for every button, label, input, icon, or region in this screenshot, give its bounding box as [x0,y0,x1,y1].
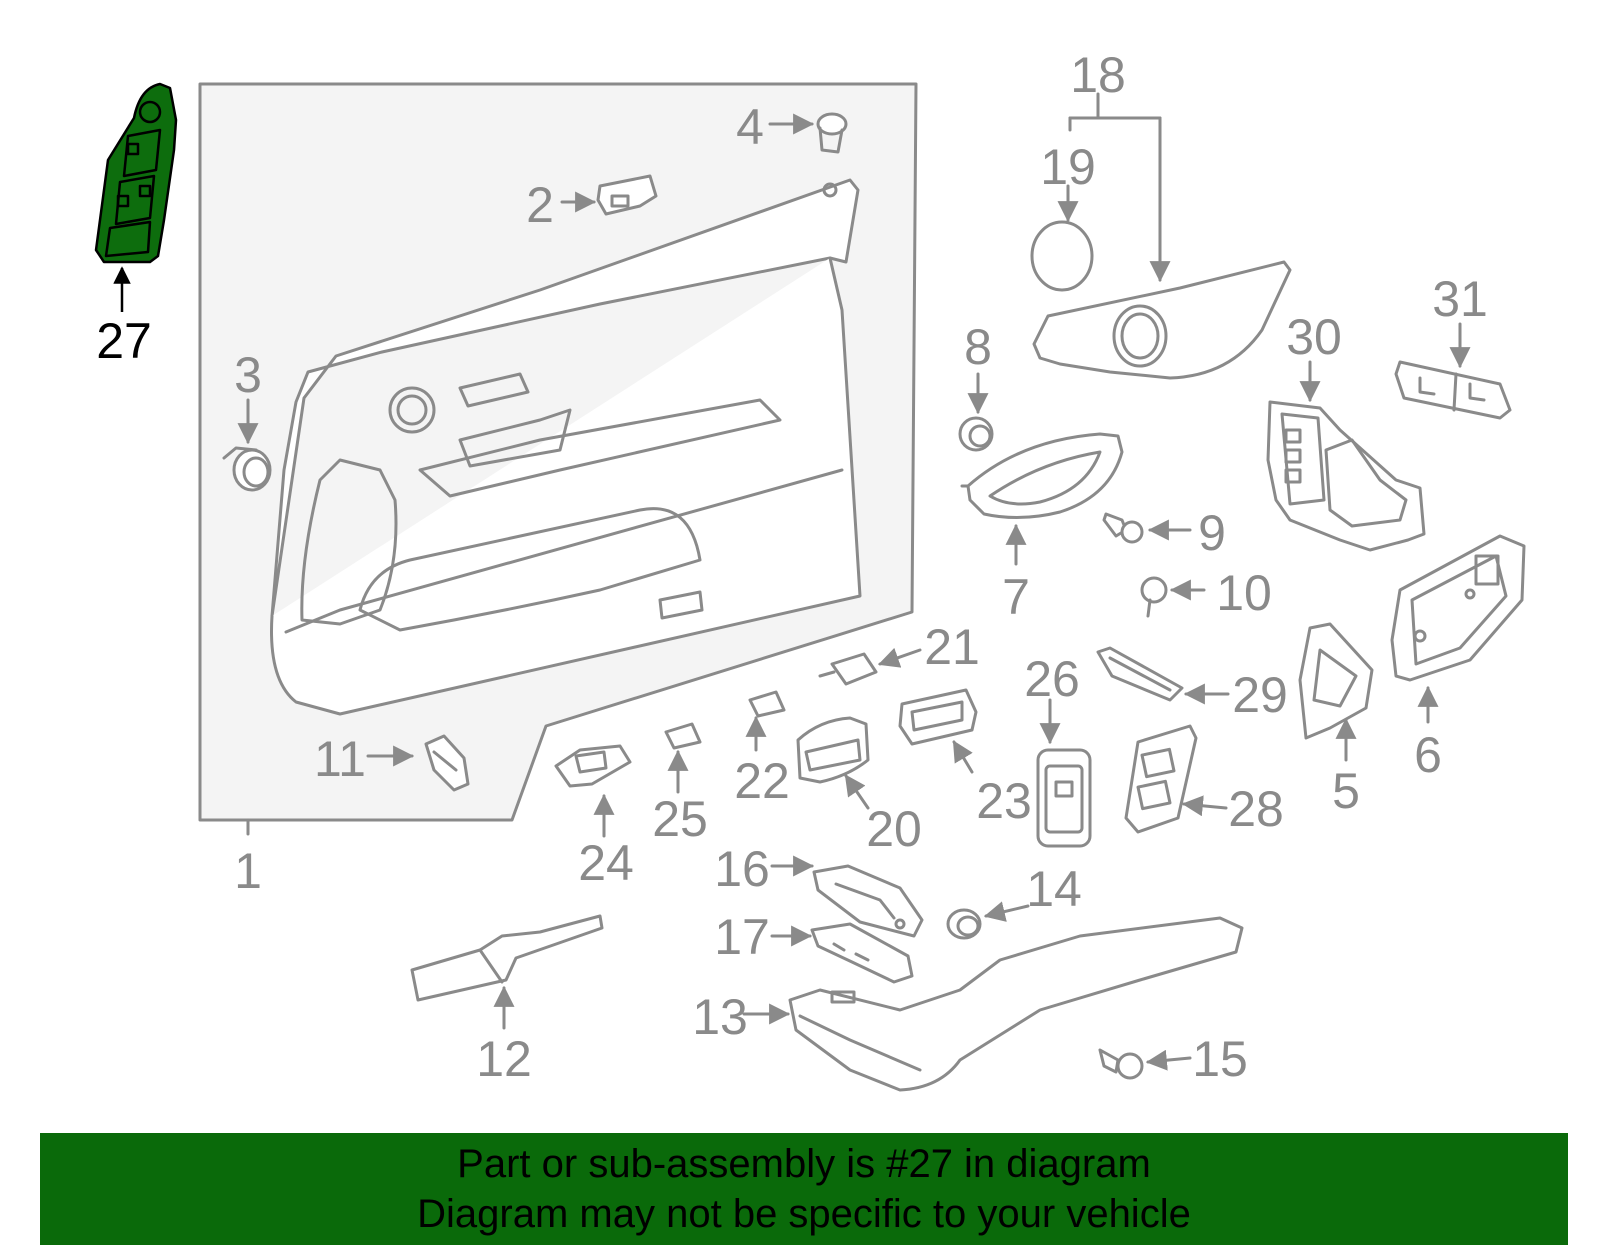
bezel-part-29 [1096,646,1230,705]
clip-part-11 [366,734,470,792]
seat-switch-frame-part-30 [1266,360,1426,552]
label-part-29: 29 [1232,667,1288,723]
label-part-27: 27 [96,313,152,369]
label-part-31: 31 [1432,271,1488,327]
label-part-28: 28 [1228,781,1284,837]
lamp-socket-part-21 [818,647,922,686]
screw-part-9 [1102,512,1192,544]
switch-panel-part-28 [1124,724,1228,834]
label-part-2: 2 [526,177,554,233]
grommet-part-8 [958,372,994,452]
label-part-18: 18 [1070,47,1126,103]
label-part-25: 25 [652,791,708,847]
handle-trim-part-23 [898,688,978,774]
switch-part-26 [1036,698,1092,848]
caption-banner: Part or sub-assembly is #27 in diagram D… [40,1133,1568,1245]
label-part-30: 30 [1286,309,1342,365]
label-part-20: 20 [866,801,922,857]
bracket-part-5 [1298,622,1374,762]
screw-part-15 [1098,1048,1192,1080]
label-part-10: 10 [1216,565,1272,621]
handle-insert-part-20 [796,716,870,810]
switch-bezel-part-16 [770,855,924,938]
label-part-11: 11 [314,731,366,787]
clip-part-2 [560,174,658,216]
label-part-16: 16 [714,841,770,897]
label-part-19: 19 [1040,139,1096,195]
label-part-7: 7 [1002,569,1030,625]
label-part-17: 17 [714,909,770,965]
grommet-part-3 [222,398,272,492]
mounting-plate-part-6 [1390,534,1526,724]
label-part-22: 22 [734,753,790,809]
label-part-1: 1 [234,843,262,899]
bulb-part-25 [664,722,702,794]
label-part-3: 3 [234,347,262,403]
door-panel-part-1 [198,82,918,836]
label-part-26: 26 [1024,651,1080,707]
window-switch-part-27 [94,82,178,312]
label-part-5: 5 [1332,763,1360,819]
label-part-24: 24 [578,835,634,891]
label-part-13: 13 [692,989,748,1045]
caption-line-2: Diagram may not be specific to your vehi… [417,1192,1191,1236]
label-part-6: 6 [1414,727,1442,783]
switch-trim-part-17 [770,922,914,984]
label-part-15: 15 [1192,1031,1248,1087]
parts-diagram: 1 2 3 4 5 6 7 8 9 10 11 12 13 14 15 16 1… [94,47,1526,1092]
label-part-21: 21 [924,619,980,675]
bulb-part-22 [745,690,786,752]
label-part-12: 12 [476,1031,532,1087]
clip-part-10 [1140,576,1206,618]
label-part-14: 14 [1026,861,1082,917]
armrest-part-13 [742,916,1244,1092]
fastener-part-4 [768,112,848,154]
speaker-grille-part-18 [1032,92,1292,380]
memory-switch-part-31 [1394,322,1512,420]
grommet-part-14 [946,901,1030,940]
label-part-4: 4 [736,99,764,155]
label-part-9: 9 [1198,505,1226,561]
speaker-cover-part-19 [1030,184,1094,292]
courtesy-lamp-part-24 [554,744,632,838]
inner-handle-housing-part-7 [960,432,1124,566]
label-part-8: 8 [964,319,992,375]
insulator-part-12 [410,914,604,1030]
label-part-23: 23 [976,773,1032,829]
caption-line-1: Part or sub-assembly is #27 in diagram [457,1142,1151,1186]
